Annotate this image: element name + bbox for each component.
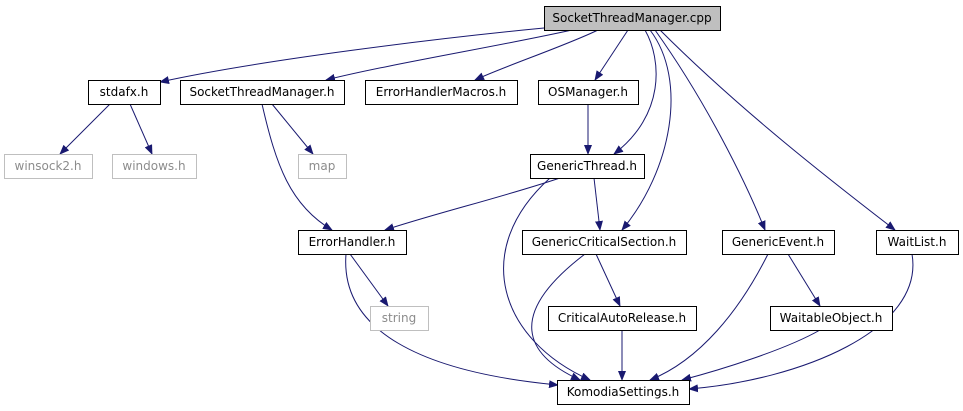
node-label: winsock2.h	[15, 159, 82, 173]
node-root[interactable]: SocketThreadManager.cpp	[544, 6, 721, 31]
node-box	[530, 154, 645, 179]
edge-wo-to-ks	[681, 329, 821, 382]
nodes-layer: SocketThreadManager.cpp stdafx.h SocketThr…	[4, 6, 959, 405]
node-label: SocketThreadManager.cpp	[552, 11, 711, 25]
edge-root-to-stdafx	[159, 27, 545, 84]
edge-root-to-gt	[613, 29, 657, 155]
node-box	[370, 306, 429, 331]
node-label: GenericEvent.h	[732, 235, 824, 249]
node-label: OSManager.h	[548, 85, 628, 99]
node-box	[876, 230, 959, 255]
node-osm[interactable]: OSManager.h	[538, 80, 639, 105]
node-gcs[interactable]: GenericCriticalSection.h	[522, 230, 687, 255]
edge-gt-to-gcs	[593, 177, 603, 231]
node-string: string	[370, 306, 429, 331]
edge-stm_h-to-eh	[261, 103, 333, 231]
node-ge[interactable]: GenericEvent.h	[722, 230, 835, 255]
node-box	[88, 80, 161, 105]
node-ks[interactable]: KomodiaSettings.h	[557, 380, 690, 405]
edge-wl-to-ks	[688, 253, 914, 393]
node-box	[298, 154, 347, 179]
node-label: WaitList.h	[888, 235, 947, 249]
node-stm-h[interactable]: SocketThreadManager.h	[180, 80, 345, 105]
node-box	[4, 154, 93, 179]
node-label: GenericThread.h	[537, 159, 637, 173]
node-label: windows.h	[122, 159, 185, 173]
node-box	[365, 80, 518, 105]
edge-gcs-to-ks	[531, 253, 586, 381]
node-box	[548, 306, 697, 331]
node-box	[298, 230, 407, 255]
edge-root-to-stm_h	[325, 29, 573, 82]
node-box	[112, 154, 197, 179]
node-ehm[interactable]: ErrorHandlerMacros.h	[365, 80, 518, 105]
node-map: map	[298, 154, 347, 179]
node-gt[interactable]: GenericThread.h	[530, 154, 645, 179]
edge-ge-to-wo	[787, 253, 821, 307]
edge-root-to-ehm	[474, 29, 599, 81]
node-label: WaitableObject.h	[780, 311, 883, 325]
edge-stdafx-to-windows	[129, 103, 153, 155]
node-box	[770, 306, 893, 331]
node-box	[544, 6, 721, 31]
node-eh[interactable]: ErrorHandler.h	[298, 230, 407, 255]
node-label: map	[309, 159, 336, 173]
node-label: ErrorHandlerMacros.h	[376, 85, 507, 99]
edge-eh-to-ks	[345, 253, 559, 389]
node-car[interactable]: CriticalAutoRelease.h	[548, 306, 697, 331]
node-wo[interactable]: WaitableObject.h	[770, 306, 893, 331]
node-stdafx[interactable]: stdafx.h	[88, 80, 161, 105]
edge-gt-to-eh	[384, 177, 561, 232]
node-winsock2: winsock2.h	[4, 154, 93, 179]
edge-stdafx-to-winsock2	[59, 103, 111, 155]
edge-root-to-ge	[654, 29, 766, 231]
node-box	[538, 80, 639, 105]
node-label: CriticalAutoRelease.h	[558, 311, 686, 325]
node-label: ErrorHandler.h	[309, 235, 396, 249]
node-label: GenericCriticalSection.h	[532, 235, 677, 249]
node-label: string	[382, 311, 416, 325]
edge-eh-to-string	[349, 253, 389, 307]
node-label: stdafx.h	[100, 85, 149, 99]
node-box	[557, 380, 690, 405]
node-box	[180, 80, 345, 105]
node-label: KomodiaSettings.h	[567, 385, 680, 399]
edge-root-to-wl	[659, 29, 896, 231]
node-label: SocketThreadManager.h	[189, 85, 334, 99]
node-box	[722, 230, 835, 255]
edge-gt-to-ks	[503, 177, 591, 381]
node-windows: windows.h	[112, 154, 197, 179]
edge-ge-to-ks	[649, 253, 769, 381]
edge-root-to-osm	[594, 29, 629, 81]
node-wl[interactable]: WaitList.h	[876, 230, 959, 255]
edge-root-to-gcs	[621, 29, 672, 231]
edges-layer	[59, 27, 914, 393]
edge-gcs-to-car	[595, 253, 621, 307]
edge-stm_h-to-map	[271, 103, 314, 155]
node-box	[522, 230, 687, 255]
